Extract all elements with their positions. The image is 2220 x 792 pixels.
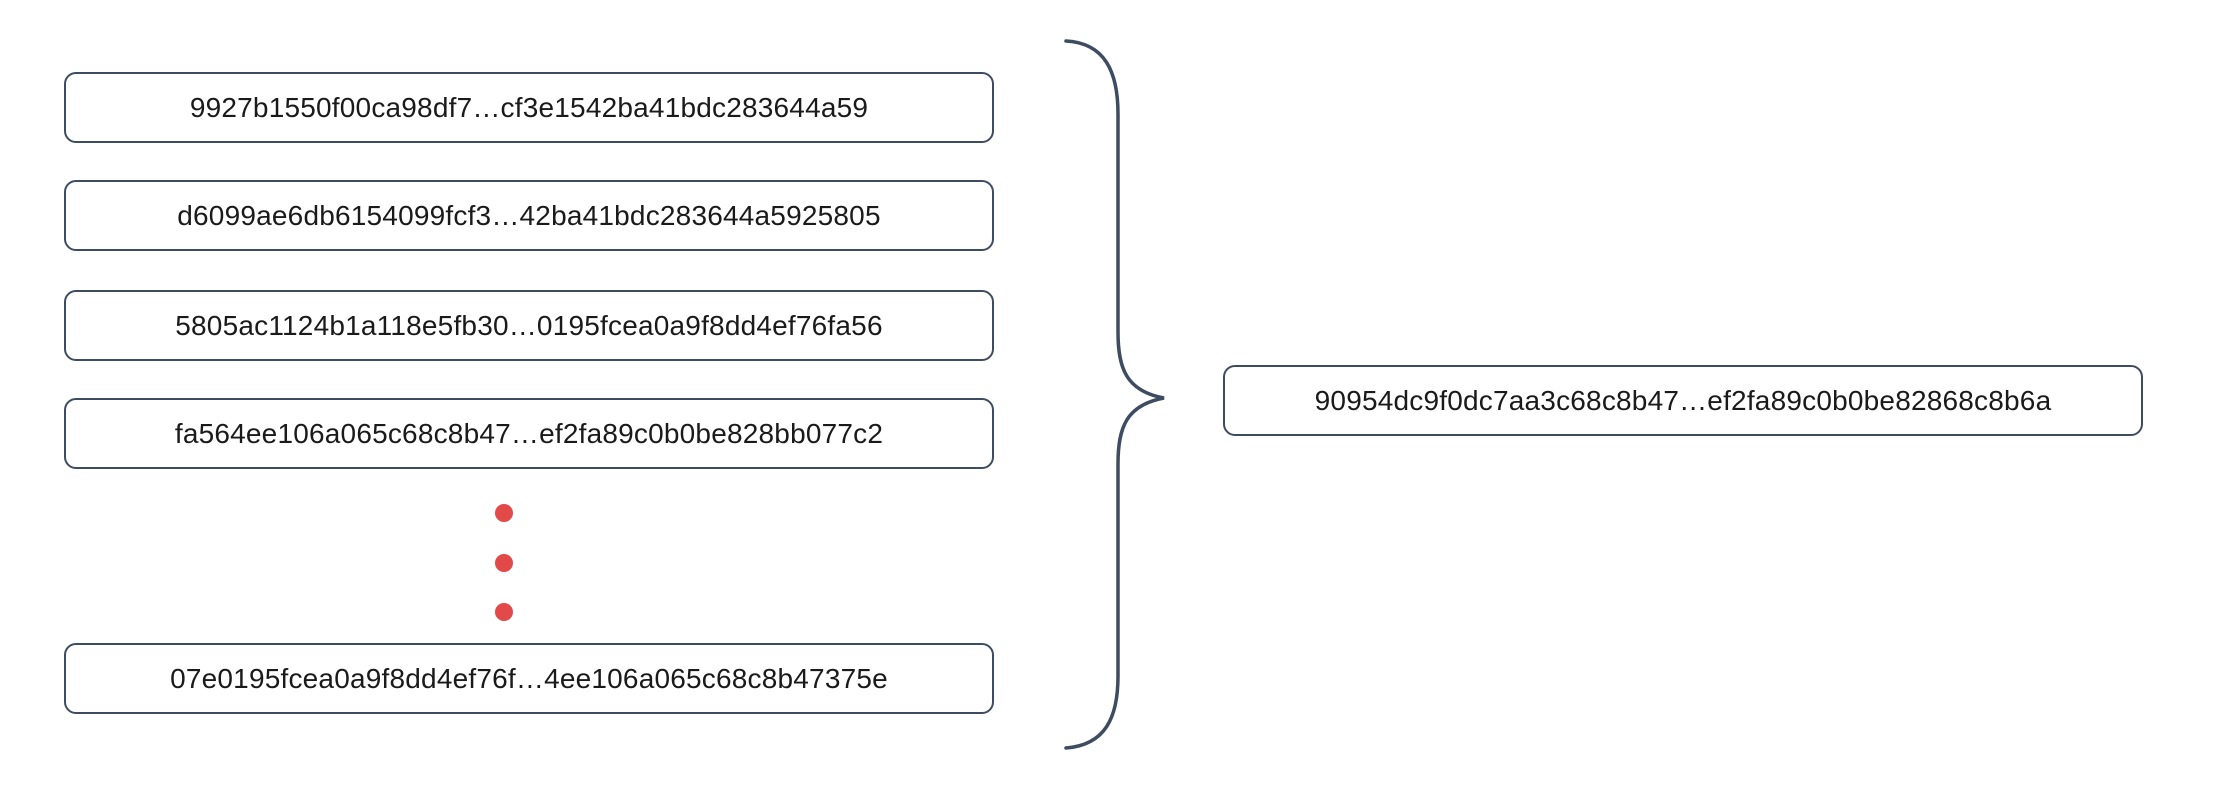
input-hash-box-1: 9927b1550f00ca98df7…cf3e1542ba41bdc28364…: [64, 72, 994, 143]
ellipsis-dot-icon: [495, 603, 513, 621]
vertical-ellipsis-icon: [495, 504, 513, 621]
ellipsis-dot-icon: [495, 553, 513, 572]
input-hash-box-4: fa564ee106a065c68c8b47…ef2fa89c0b0be828b…: [64, 398, 994, 469]
ellipsis-dot-icon: [495, 504, 513, 522]
input-hash-box-5: 07e0195fcea0a9f8dd4ef76f…4ee106a065c68c8…: [64, 643, 994, 714]
output-hash-box: 90954dc9f0dc7aa3c68c8b47…ef2fa89c0b0be82…: [1223, 365, 2143, 436]
input-hash-box-3: 5805ac1124b1a118e5fb30…0195fcea0a9f8dd4e…: [64, 290, 994, 361]
curly-brace-icon: [1064, 39, 1165, 750]
input-hash-box-2: d6099ae6db6154099fcf3…42ba41bdc283644a59…: [64, 180, 994, 251]
